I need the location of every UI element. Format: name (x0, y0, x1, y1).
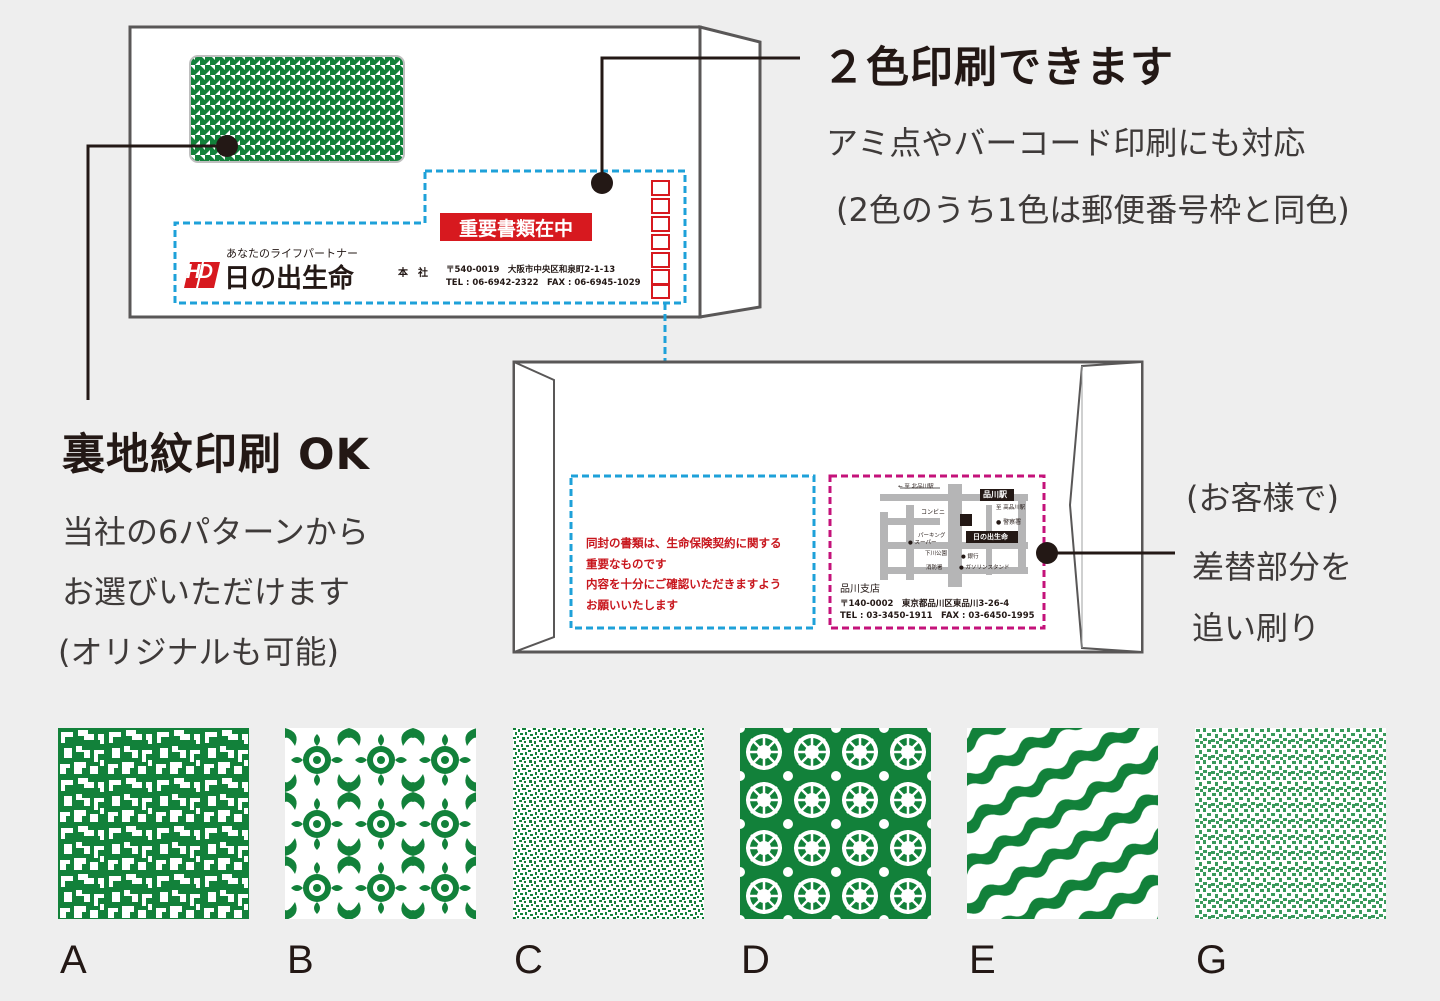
customer-line-2: 差替部分を (1192, 548, 1353, 586)
map-label-bank: ● 銀行 (961, 554, 979, 560)
map-label-company: 日の出生命 (973, 533, 1008, 541)
office-tel-fax: TEL : 06-6942-2322 FAX : 06-6945-1029 (446, 278, 641, 288)
map-label-to-station: ← 至 北品川駅 (898, 484, 934, 490)
map-drawing (880, 484, 1028, 587)
branch-tel-fax: TEL : 03-3450-1911 FAX : 03-6450-1995 (840, 611, 1035, 621)
office-address: 〒540-0019 大阪市中央区和泉町2-1-13 (446, 265, 616, 275)
company-logo-mark (184, 262, 220, 288)
pattern-label-a: A (60, 938, 87, 982)
pattern-label-d: D (741, 938, 770, 982)
map-label-super: ● スーパー (908, 540, 937, 546)
pattern-swatch-d (740, 728, 931, 919)
two-color-line-1: アミ点やバーコード印刷にも対応 (826, 124, 1306, 162)
two-color-line-2: (2色のうち1色は郵便番号枠と同色) (836, 191, 1350, 229)
pattern-swatch-b (285, 728, 476, 919)
office-label: 本 社 (398, 268, 428, 279)
map-label-fire: 消防署 (926, 565, 943, 571)
map-label-parking: パーキング (918, 533, 946, 539)
tint-line-1: 当社の6パターンから (62, 513, 369, 551)
leader-line-tint (86, 135, 238, 400)
stamp-text: 重要書類在中 (458, 218, 573, 240)
pattern-label-b: B (287, 938, 314, 982)
stamp-box (440, 213, 592, 241)
map-label-convenience: コンビニ (921, 509, 946, 516)
tint-line-2: お選びいただけます (62, 573, 351, 611)
postal-code-boxes (651, 180, 670, 299)
branch-name: 品川支店 (840, 584, 880, 595)
tint-heading: 裏地紋印刷 OK (62, 430, 370, 480)
pattern-swatch-g (1195, 728, 1386, 919)
leader-line-two-color (591, 56, 800, 194)
pattern-label-g: G (1196, 938, 1228, 982)
customer-line-1: (お客様で) (1186, 479, 1339, 517)
map-label-police-road: 至 高品川駅 (996, 505, 1026, 511)
notice-line: 内容を十分にご確認いただきますよう (586, 577, 782, 591)
front-print-area (173, 169, 687, 305)
notice-line: お願いいたします (586, 597, 678, 612)
map-label-gas: ● ガソリンスタンド (959, 565, 1010, 571)
branch-address: 〒140-0002 東京都品川区東品川3-26-4 (840, 599, 1010, 609)
back-envelope (512, 360, 1144, 654)
map-label-park: 下川公園 (925, 551, 948, 557)
company-logo-text: HD (186, 261, 213, 283)
map-label-station: 品川駅 (983, 490, 1007, 499)
map-label-post: ● 警察署 (996, 519, 1022, 526)
notice-line: 同封の書類は、生命保険契約に関する (586, 536, 782, 550)
pattern-swatch-a (58, 728, 249, 919)
back-notice-text: 同封の書類は、生命保険契約に関する 重要なものです 内容を十分にご確認いただきま… (586, 533, 782, 615)
window-tint-pattern (189, 55, 405, 163)
pattern-swatch-c (513, 728, 704, 919)
customer-line-3: 追い刷り (1192, 609, 1321, 647)
pattern-label-e: E (969, 938, 996, 982)
leader-line-customer (1036, 542, 1175, 564)
tint-line-3: (オリジナルも可能) (58, 633, 339, 671)
back-notice-area (569, 474, 816, 630)
pattern-label-c: C (514, 938, 543, 982)
notice-line: 重要なものです (586, 556, 667, 571)
company-name: 日の出生命 (224, 264, 355, 294)
two-color-heading: ２色印刷できます (822, 43, 1174, 93)
pattern-swatch-e (967, 728, 1158, 919)
company-tagline: あなたのライフパートナー (226, 247, 358, 260)
